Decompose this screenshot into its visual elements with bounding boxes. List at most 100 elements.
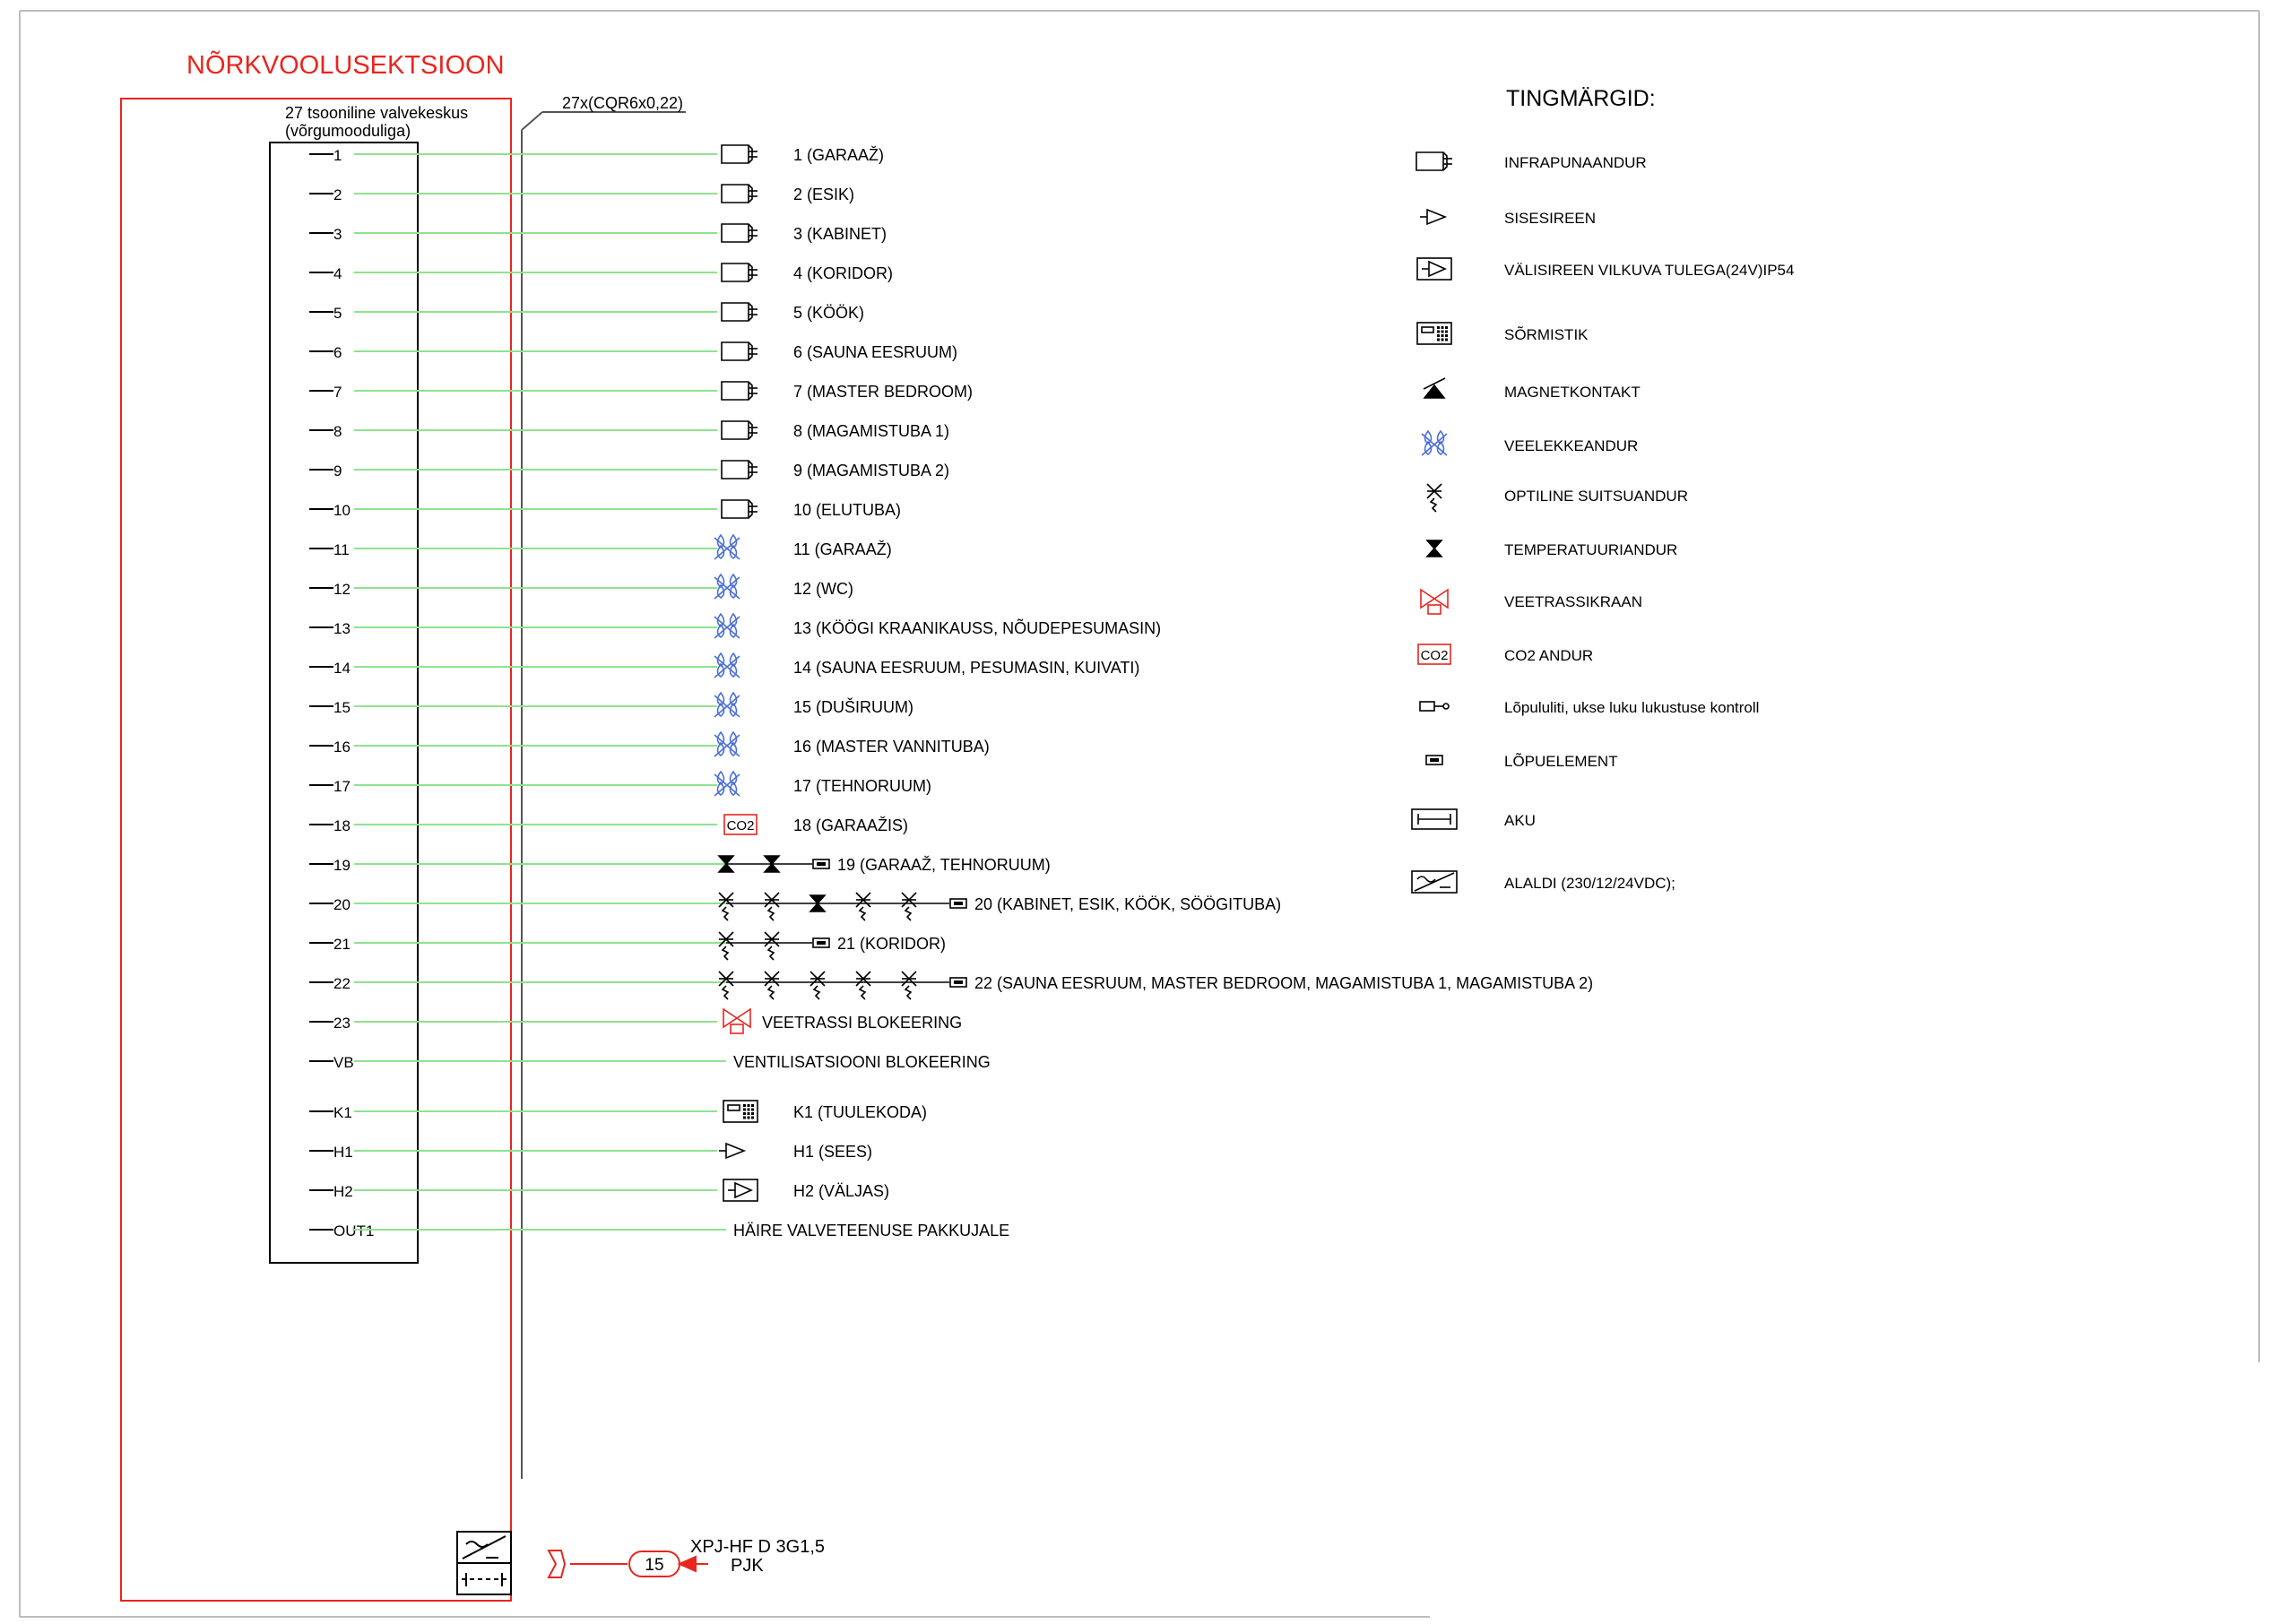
smoke-icon bbox=[901, 892, 917, 921]
zone-label: 6 (SAUNA EESRUUM) bbox=[793, 343, 957, 361]
zone-label: 22 (SAUNA EESRUUM, MASTER BEDROOM, MAGAM… bbox=[974, 974, 1593, 992]
smoke-icon bbox=[764, 892, 780, 921]
legend-row: SÕRMISTIK bbox=[1416, 322, 1589, 345]
water-icon bbox=[714, 691, 740, 718]
terminal-label: 17 bbox=[333, 778, 351, 795]
zone-label: 21 (KORIDOR) bbox=[837, 935, 946, 953]
pir-icon bbox=[721, 184, 758, 203]
legend-row: CO2 CO2 ANDUR bbox=[1417, 644, 1593, 665]
terminal-label: 20 bbox=[333, 896, 351, 913]
pir-icon bbox=[721, 499, 758, 519]
zone-label: VENTILISATSIOONI BLOKEERING bbox=[733, 1053, 991, 1071]
water-icon bbox=[714, 770, 740, 797]
magnet-icon bbox=[1423, 377, 1446, 399]
zone-label: 8 (MAGAMISTUBA 1) bbox=[793, 422, 949, 440]
legend-label: INFRAPUNAANDUR bbox=[1504, 154, 1647, 171]
terminal-label: 23 bbox=[333, 1015, 351, 1032]
terminal-label: 2 bbox=[333, 186, 342, 203]
feed-cable-type: XPJ-HF D 3G1,5 bbox=[690, 1537, 825, 1557]
smoke-icon bbox=[718, 892, 734, 921]
endswitch-icon bbox=[1419, 701, 1450, 712]
temp-icon bbox=[809, 894, 827, 912]
zone-label: 16 (MASTER VANNITUBA) bbox=[793, 738, 990, 756]
temp-icon bbox=[763, 855, 781, 873]
legend-row: INFRAPUNAANDUR bbox=[1416, 151, 1647, 171]
smoke-icon bbox=[855, 892, 871, 921]
zone-row: 14 14 (SAUNA EESRUUM, PESUMASIN, KUIVATI) bbox=[309, 652, 1139, 678]
svg-text:CO2: CO2 bbox=[1421, 648, 1449, 663]
legend-row: AKU bbox=[1411, 808, 1536, 830]
zone-row: VB VENTILISATSIOONI BLOKEERING bbox=[309, 1053, 991, 1071]
water-icon bbox=[714, 533, 740, 560]
section-border bbox=[120, 98, 512, 1602]
pir-icon bbox=[1416, 151, 1452, 171]
endelem-icon bbox=[949, 898, 967, 909]
terminal-label: 4 bbox=[333, 265, 342, 282]
legend-row: TEMPERATUURIANDUR bbox=[1425, 540, 1677, 558]
siren_in-icon bbox=[1420, 208, 1448, 226]
terminal-label: 18 bbox=[333, 817, 351, 834]
legend-label: VÄLISIREEN VILKUVA TULEGA(24V)IP54 bbox=[1504, 262, 1794, 279]
zone-label: 12 (WC) bbox=[793, 580, 853, 598]
legend-label: VEETRASSIKRAAN bbox=[1504, 593, 1642, 610]
terminal-label: H1 bbox=[333, 1144, 353, 1161]
smoke-icon bbox=[718, 971, 734, 1000]
terminal-label: 14 bbox=[333, 660, 351, 677]
co2-icon: CO2 bbox=[723, 814, 758, 835]
smoke-icon bbox=[855, 971, 871, 1000]
legend-label: Lõpululiti, ukse luku lukustuse kontroll bbox=[1504, 699, 1759, 716]
legend-row: OPTILINE SUITSUANDUR bbox=[1426, 483, 1688, 513]
smoke-icon bbox=[718, 931, 734, 961]
siren_out-icon bbox=[723, 1179, 758, 1202]
legend-row: ALALDI (230/12/24VDC); bbox=[1411, 870, 1675, 894]
terminal-label: OUT1 bbox=[333, 1222, 374, 1240]
terminal-label: VB bbox=[333, 1054, 354, 1071]
feed-breaker-icon bbox=[547, 1550, 628, 1578]
zone-label: 17 (TEHNORUUM) bbox=[793, 777, 931, 795]
terminal-label: 21 bbox=[333, 936, 351, 953]
endelem-icon bbox=[949, 977, 967, 988]
siren_out-icon bbox=[1416, 257, 1452, 281]
water-icon bbox=[1421, 429, 1448, 456]
zone-row: 23 VEETRASSI BLOKEERING bbox=[309, 1007, 962, 1034]
siren_in-icon bbox=[719, 1142, 747, 1160]
legend-row: MAGNETKONTAKT bbox=[1423, 377, 1641, 401]
legend-label: LÕPUELEMENT bbox=[1504, 753, 1618, 770]
endelem-icon bbox=[812, 937, 830, 948]
zone-row: 21 21 (KORIDOR) bbox=[309, 931, 946, 961]
water-icon bbox=[714, 652, 740, 678]
zone-label: H1 (SEES) bbox=[793, 1143, 872, 1161]
zone-label: 14 (SAUNA EESRUUM, PESUMASIN, KUIVATI) bbox=[793, 659, 1139, 677]
pir-icon bbox=[721, 341, 758, 361]
pir-icon bbox=[721, 144, 758, 164]
zone-row: H1 H1 (SEES) bbox=[309, 1142, 872, 1161]
zone-label: VEETRASSI BLOKEERING bbox=[762, 1014, 962, 1032]
zone-label: 7 (MASTER BEDROOM) bbox=[793, 383, 973, 401]
terminal-label: 19 bbox=[333, 857, 351, 874]
valve-icon bbox=[723, 1007, 751, 1034]
smoke-icon bbox=[901, 971, 917, 1000]
endelem-icon bbox=[812, 859, 830, 869]
legend-label: CO2 ANDUR bbox=[1504, 647, 1593, 664]
pir-icon bbox=[721, 223, 758, 243]
pir-icon bbox=[721, 302, 758, 322]
terminal-label: H2 bbox=[333, 1183, 353, 1200]
smoke-icon bbox=[764, 971, 780, 1000]
legend-label: VEELEKKEANDUR bbox=[1504, 437, 1638, 454]
